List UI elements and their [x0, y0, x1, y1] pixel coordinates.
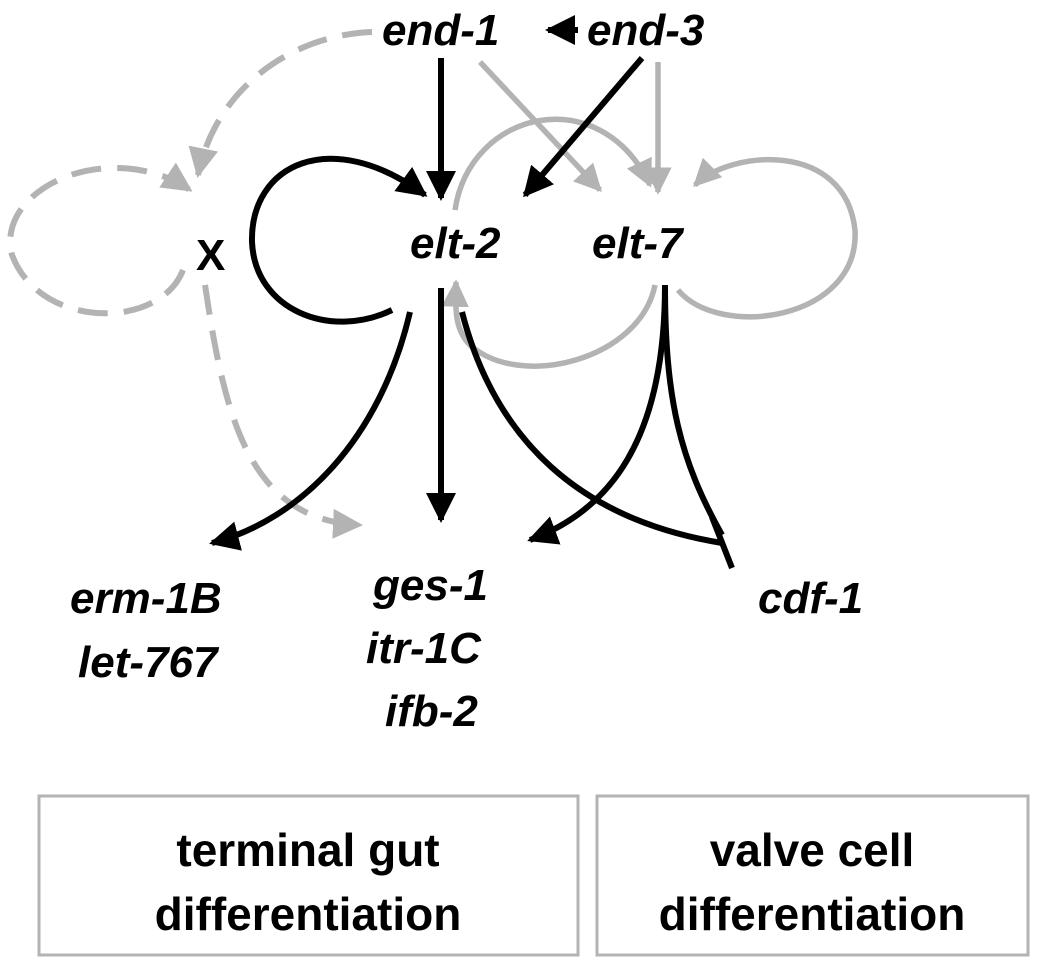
end1-to-elt7-arrow [477, 60, 603, 193]
valve-cell-differentiation-box [595, 794, 1030, 957]
terminal-gut-label-line2: differentiation [155, 888, 462, 940]
gene-end3: end-3 [587, 6, 704, 55]
gene-let767: let-767 [78, 638, 220, 687]
gene-itr1c: itr-1C [366, 624, 482, 673]
terminal-gut-differentiation-box [37, 794, 580, 957]
valve-cell-label-line1: valve cell [710, 824, 915, 876]
gene-erm1b: erm-1B [70, 574, 222, 623]
cdf1-inhibition-bar [709, 515, 735, 570]
gene-elt7: elt-7 [592, 219, 685, 268]
gene-ges1: ges-1 [372, 561, 488, 610]
elt2-inhibits-cdf1-line [459, 311, 723, 546]
x-self-loop-arrow [7, 162, 193, 317]
end1-to-x-arrow [188, 29, 373, 178]
terminal-gut-label-line1: terminal gut [176, 824, 439, 876]
elt2-to-elt7-arrow [452, 116, 653, 211]
gene-cdf1: cdf-1 [758, 574, 863, 623]
valve-cell-label-line2: differentiation [659, 888, 966, 940]
gene-end1: end-1 [382, 6, 499, 55]
elt7-self-loop-arrow [675, 156, 858, 320]
elt7-inhibits-cdf1-line [662, 284, 725, 537]
gene-elt2: elt-2 [410, 219, 501, 268]
gene-ifb2: ifb-2 [385, 687, 478, 736]
factor-x: X [196, 231, 225, 280]
x-to-ges1-arrow [202, 284, 363, 539]
elt2-to-erm1b-arrow [209, 311, 413, 551]
elt7-to-elt2-arrow [441, 279, 658, 369]
end3-to-elt2-arrow [522, 56, 645, 198]
elt2-self-loop-arrow [248, 155, 428, 325]
elt7-to-ges1-arrow [527, 284, 668, 545]
